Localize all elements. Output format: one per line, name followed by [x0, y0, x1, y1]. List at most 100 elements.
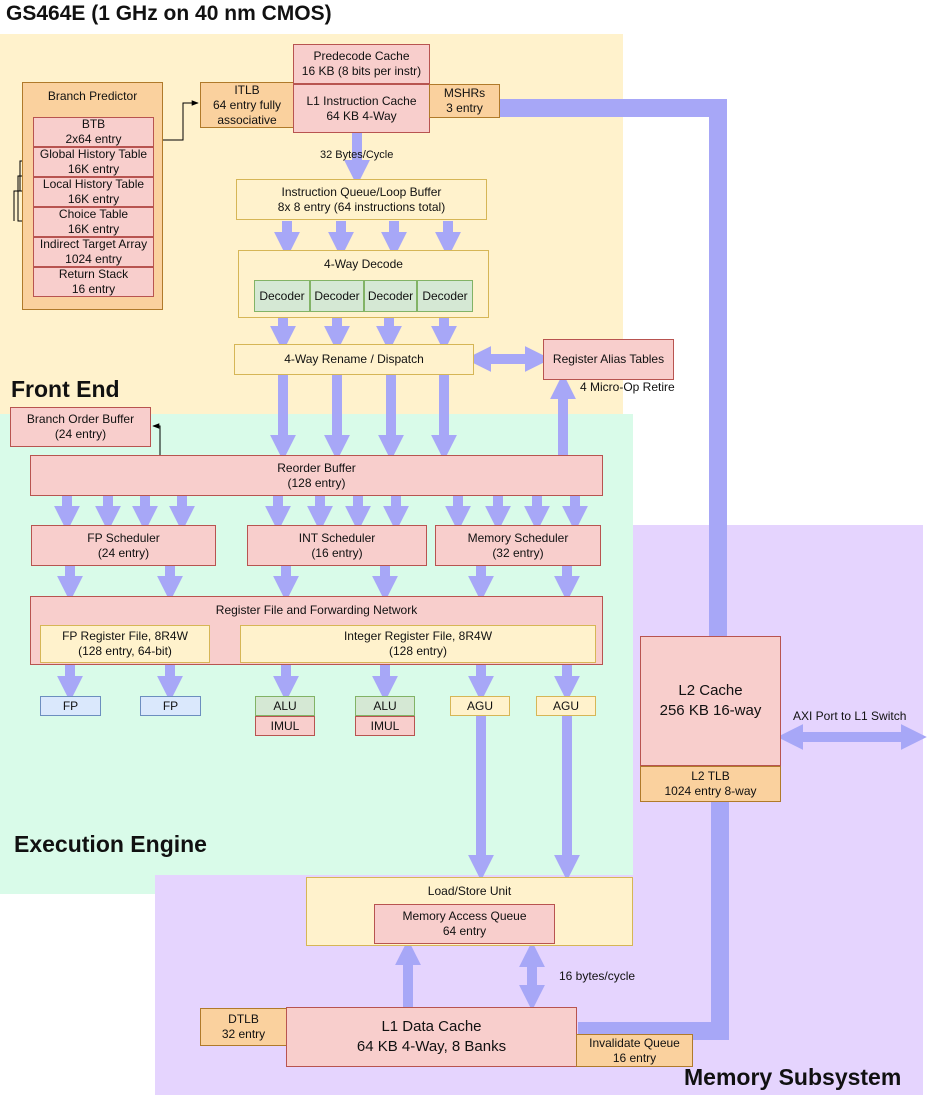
l1d-l2-path [578, 802, 729, 1040]
imul-unit: IMUL [355, 716, 415, 736]
ita-name: Indirect Target Array [39, 237, 148, 251]
agu-unit: AGU [450, 696, 510, 716]
front-end-label: Front End [11, 376, 120, 402]
alu-unit: ALU [355, 696, 415, 716]
decoder-unit: Decoder [364, 280, 417, 312]
itlb-title: ITLB [234, 82, 260, 97]
mshrs-title: MSHRs [443, 86, 486, 100]
mshrs: MSHRs 3 entry [429, 84, 500, 118]
reorder-buffer: Reorder Buffer (128 entry) [30, 455, 603, 496]
predecode-size: 16 KB (8 bits per instr) [301, 64, 422, 78]
fp-rf-title: FP Register File, 8R4W [62, 629, 188, 643]
itlb: ITLB 64 entry fully associative [200, 82, 294, 128]
l2-tlb: L2 TLB 1024 entry 8-way [640, 766, 781, 802]
predecode-title: Predecode Cache [313, 49, 410, 63]
dtlb: DTLB 32 entry [200, 1008, 287, 1046]
alu-unit: ALU [255, 696, 315, 716]
fp-register-file: FP Register File, 8R4W (128 entry, 64-bi… [40, 625, 210, 663]
lht-size: 16K entry [67, 192, 120, 206]
itlb-line3: associative [217, 112, 277, 127]
return-stack: Return Stack 16 entry [33, 267, 154, 297]
ita-size: 1024 entry [65, 252, 122, 266]
l2-cache: L2 Cache 256 KB 16-way [640, 636, 781, 766]
l2-title: L2 Cache [678, 682, 743, 699]
l1-data-cache: L1 Data Cache 64 KB 4-Way, 8 Banks [286, 1007, 577, 1067]
rob-title: Reorder Buffer [277, 460, 356, 475]
branch-predictor-title: Branch Predictor [47, 89, 138, 103]
retire-label: 4 Micro-Op Retire [580, 380, 675, 394]
agu-unit: AGU [536, 696, 596, 716]
rs-name: Return Stack [58, 267, 129, 281]
memory-subsystem-label: Memory Subsystem [684, 1064, 902, 1090]
fp-rf-size: (128 entry, 64-bit) [78, 644, 172, 658]
fp-scheduler: FP Scheduler (24 entry) [31, 525, 216, 566]
itlb-line2: 64 entry fully [212, 97, 282, 112]
memory-access-queue: Memory Access Queue 64 entry [374, 904, 555, 944]
l1-instruction-cache: L1 Instruction Cache 64 KB 4-Way [293, 84, 430, 133]
bob-title: Branch Order Buffer [26, 412, 135, 426]
btb-size: 2x64 entry [65, 132, 122, 146]
btb-name: BTB [81, 117, 106, 131]
instruction-queue: Instruction Queue/Loop Buffer 8x 8 entry… [236, 179, 487, 220]
int-sched-size: (16 entry) [311, 545, 363, 560]
bob-size: (24 entry) [54, 427, 107, 441]
int-sched-title: INT Scheduler [298, 530, 376, 545]
ght-name: Global History Table [39, 147, 148, 161]
memory-scheduler: Memory Scheduler (32 entry) [435, 525, 601, 566]
regfile-title: Register File and Forwarding Network [215, 603, 418, 617]
register-alias-tables: Register Alias Tables [543, 339, 674, 380]
int-rf-title: Integer Register File, 8R4W [343, 629, 493, 643]
maq-title: Memory Access Queue [402, 909, 527, 923]
fetch-bandwidth-label: 32 Bytes/Cycle [320, 149, 394, 161]
decoder-unit: Decoder [310, 280, 364, 312]
invalidate-queue: Invalidate Queue 16 entry [576, 1034, 693, 1067]
btb: BTB 2x64 entry [33, 117, 154, 147]
dtlb-size: 32 entry [221, 1027, 266, 1041]
fp-unit: FP [140, 696, 201, 716]
diagram-title: GS464E (1 GHz on 40 nm CMOS) [6, 2, 332, 25]
l1d-bandwidth-label: 16 bytes/cycle [559, 969, 636, 983]
l1d-size: 64 KB 4-Way, 8 Banks [356, 1038, 507, 1055]
mem-sched-size: (32 entry) [492, 545, 544, 560]
indirect-target-array: Indirect Target Array 1024 entry [33, 237, 154, 267]
l2tlb-title: L2 TLB [691, 769, 730, 783]
rs-size: 16 entry [71, 282, 116, 296]
l1d-title: L1 Data Cache [381, 1018, 482, 1035]
l1i-size: 64 KB 4-Way [326, 108, 397, 123]
execution-engine-label: Execution Engine [14, 831, 207, 857]
global-history-table: Global History Table 16K entry [33, 147, 154, 177]
rob-size: (128 entry) [287, 475, 346, 490]
invq-size: 16 entry [612, 1050, 657, 1065]
choice-name: Choice Table [58, 207, 129, 221]
fp-unit: FP [40, 696, 101, 716]
decoder-unit: Decoder [254, 280, 310, 312]
choice-table: Choice Table 16K entry [33, 207, 154, 237]
rename-dispatch: 4-Way Rename / Dispatch [234, 344, 474, 375]
l2-size: 256 KB 16-way [659, 702, 762, 719]
l1i-title: L1 Instruction Cache [306, 93, 417, 108]
lht-name: Local History Table [42, 177, 145, 191]
iq-size: 8x 8 entry (64 instructions total) [277, 199, 446, 214]
ght-size: 16K entry [67, 162, 120, 176]
lsu-title: Load/Store Unit [427, 884, 512, 898]
int-rf-size: (128 entry) [388, 644, 448, 658]
local-history-table: Local History Table 16K entry [33, 177, 154, 207]
mem-sched-title: Memory Scheduler [467, 530, 569, 545]
imul-unit: IMUL [255, 716, 315, 736]
l1i-l2-path [500, 99, 727, 636]
dtlb-title: DTLB [228, 1012, 259, 1026]
branch-order-buffer: Branch Order Buffer (24 entry) [10, 407, 151, 447]
fp-sched-title: FP Scheduler [87, 530, 160, 545]
int-scheduler: INT Scheduler (16 entry) [247, 525, 427, 566]
choice-size: 16K entry [67, 222, 120, 236]
decode-title: 4-Way Decode [324, 257, 403, 271]
axi-port-label: AXI Port to L1 Switch [793, 709, 907, 723]
decoder-unit: Decoder [417, 280, 473, 312]
maq-size: 64 entry [442, 924, 487, 938]
iq-title: Instruction Queue/Loop Buffer [281, 184, 442, 199]
l2tlb-size: 1024 entry 8-way [664, 784, 757, 798]
integer-register-file: Integer Register File, 8R4W (128 entry) [240, 625, 596, 663]
mshrs-size: 3 entry [446, 101, 483, 115]
invq-title: Invalidate Queue [589, 1035, 680, 1050]
